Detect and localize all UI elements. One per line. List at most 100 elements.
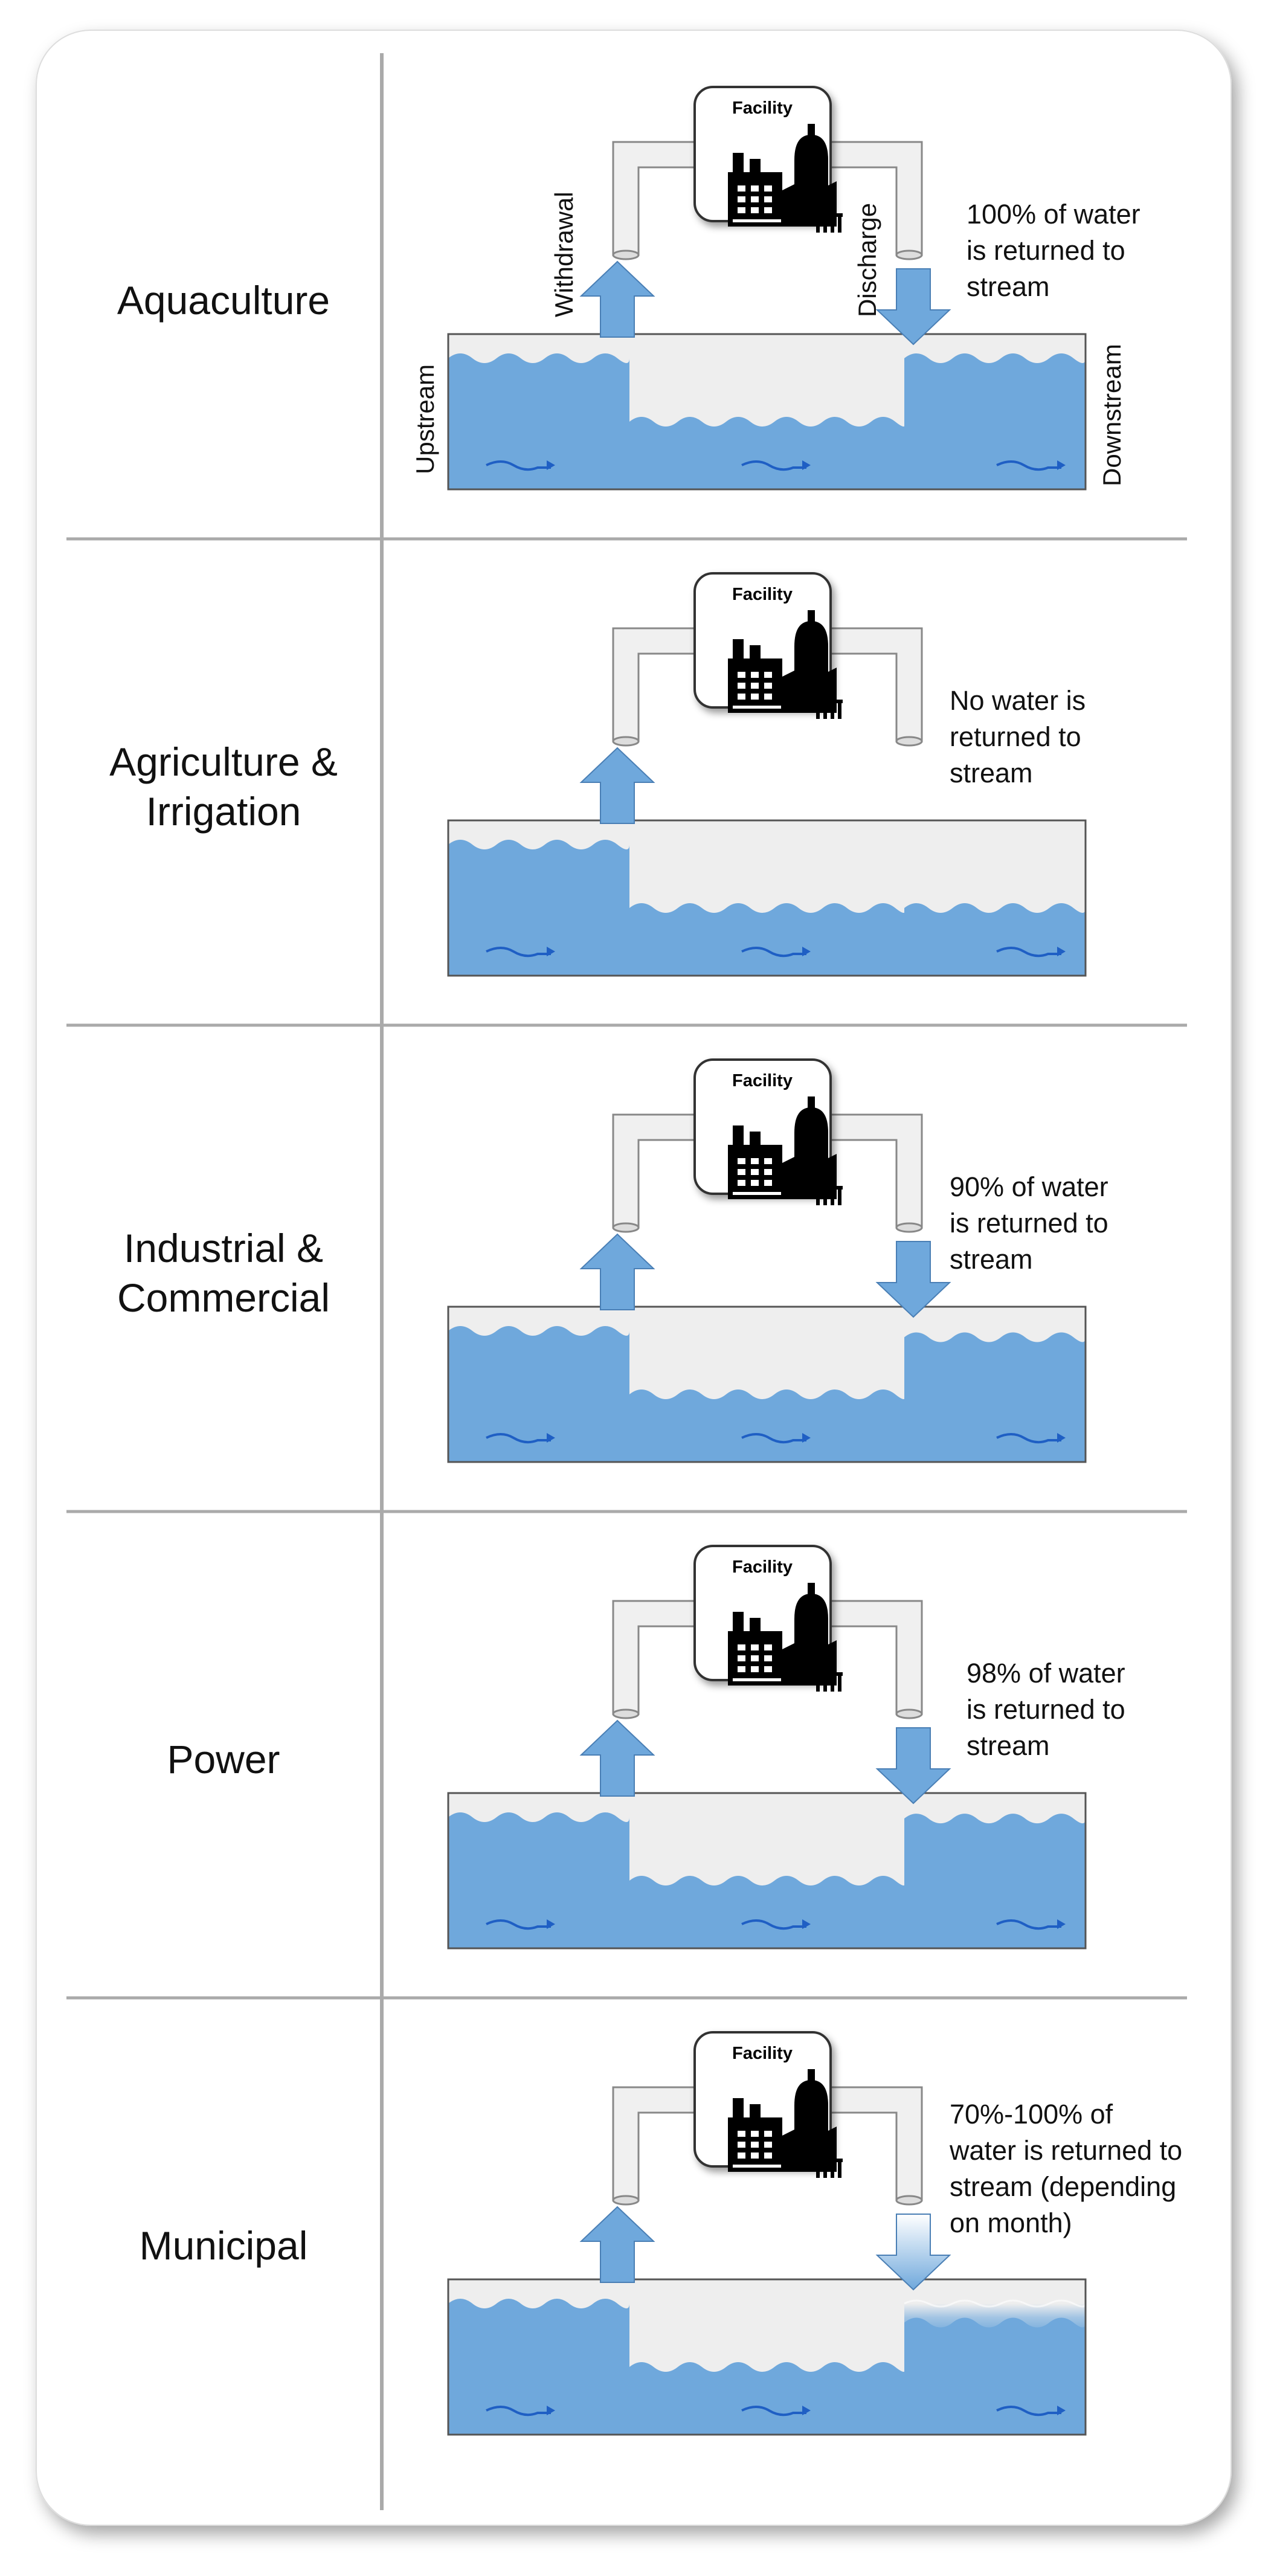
water-reduced	[629, 903, 905, 976]
flow-arrow	[996, 2406, 1061, 2417]
return-note-line: stream (depending	[950, 2171, 1176, 2202]
return-note-line: 100% of water	[967, 199, 1140, 230]
discharge-label: Discharge	[853, 203, 881, 317]
flow-arrow	[741, 2406, 806, 2417]
sector-name: Municipal	[140, 2223, 308, 2268]
return-note: 98% of water is returned to stream	[967, 1658, 1125, 1761]
facility-box: Facility	[693, 572, 843, 719]
facility-label: Facility	[732, 1071, 793, 1090]
facility-box: Facility	[693, 1058, 843, 1205]
return-note-line: stream	[967, 271, 1050, 302]
upstream-label: Upstream	[411, 364, 439, 474]
flow-arrow-head	[1057, 1919, 1066, 1929]
flow-arrow	[741, 1919, 806, 1930]
return-note-line: 98% of water	[967, 1658, 1125, 1689]
channel-outline	[447, 819, 1087, 977]
downstream-label: Downstream	[1098, 344, 1126, 486]
return-note-line: 90% of water	[950, 1171, 1108, 1202]
water-downstream	[904, 1332, 1086, 1462]
withdrawal-arrow	[579, 2206, 655, 2283]
flow-arrow-head	[547, 947, 555, 956]
factory-icon	[728, 1096, 843, 1205]
return-note: 70%-100% of water is returned to stream (d…	[949, 2099, 1182, 2238]
flow-arrow	[486, 460, 551, 471]
withdrawal-arrow	[579, 1719, 655, 1797]
channel-outline	[447, 1306, 1087, 1463]
flow-arrow-head	[547, 1433, 555, 1443]
flow-arrow	[486, 1433, 551, 1444]
sector-name-line: Municipal	[140, 2223, 308, 2268]
flow-arrow-head	[802, 1919, 811, 1929]
flow-arrow	[996, 460, 1061, 471]
facility-label: Facility	[732, 585, 793, 604]
flow-arrow-head	[1057, 2406, 1066, 2415]
flow-arrow-head	[802, 947, 811, 956]
flow-arrow	[741, 1433, 806, 1444]
return-note-line: 70%-100% of	[950, 2099, 1113, 2130]
flow-arrow-head	[802, 1433, 811, 1443]
sector-name-line: Commercial	[117, 1275, 330, 1320]
return-note-line: on month)	[950, 2207, 1072, 2238]
water-reduced	[629, 1876, 905, 1948]
discharge-arrow	[875, 1241, 951, 1318]
water-upstream	[448, 353, 629, 489]
return-note-line: stream	[950, 1244, 1033, 1275]
discharge-arrow	[875, 2214, 951, 2291]
facility-label: Facility	[732, 1557, 793, 1577]
discharge-arrow	[875, 1727, 951, 1805]
channel-outline	[447, 2278, 1087, 2436]
sector-name-line: Agriculture &	[109, 739, 338, 784]
return-note-line: is returned to	[950, 1208, 1108, 1238]
return-note-line: stream	[950, 758, 1033, 788]
flow-arrow-head	[1057, 1433, 1066, 1443]
flow-arrow	[486, 947, 551, 958]
water-downstream	[904, 2317, 1086, 2435]
return-note-line: water is returned to	[949, 2135, 1182, 2166]
factory-icon	[728, 1583, 843, 1692]
sector-row-5: Municipal Facility 70%-100% of water is ret…	[140, 2031, 1182, 2436]
flow-arrow-head	[802, 460, 811, 470]
factory-icon	[728, 610, 843, 719]
return-note-line: No water is	[950, 685, 1086, 716]
return-note-line: is returned to	[967, 1694, 1125, 1725]
water-downstream	[904, 1814, 1086, 1948]
channel-outline	[447, 333, 1087, 491]
flow-arrow	[996, 1433, 1061, 1444]
flow-arrow	[741, 460, 806, 471]
flow-arrow	[486, 2406, 551, 2417]
water-upstream	[448, 1812, 629, 1948]
return-note-line: stream	[967, 1730, 1050, 1761]
water-downstream	[904, 903, 1086, 976]
channel-outline	[447, 1792, 1087, 1950]
sector-name-line: Irrigation	[146, 789, 301, 834]
flow-arrow	[996, 1919, 1061, 1930]
sector-name-line: Aquaculture	[117, 278, 330, 323]
discharge-arrow	[875, 268, 951, 346]
withdrawal-arrow	[579, 1233, 655, 1310]
facility-box: Facility	[693, 1545, 843, 1692]
facility-box: Facility	[693, 86, 843, 233]
water-reduced	[629, 2362, 905, 2435]
withdrawal-label: Withdrawal	[550, 192, 578, 317]
water-upstream	[448, 2299, 629, 2435]
flow-arrow	[996, 947, 1061, 958]
factory-icon	[728, 2069, 843, 2178]
flow-arrow-head	[547, 2406, 555, 2415]
sector-name-line: Industrial &	[124, 1226, 323, 1270]
water-upstream	[448, 1326, 629, 1462]
sector-row-2: Agriculture & Irrigation Facility No water …	[66, 572, 1187, 1027]
water-upstream	[448, 840, 629, 976]
sector-row-3: Industrial & Commercial Facility 90% of wat…	[66, 1058, 1187, 1513]
return-note: 100% of water is returned to stream	[967, 199, 1140, 302]
flow-arrow-head	[802, 2406, 811, 2415]
sector-name: Agriculture & Irrigation	[109, 739, 338, 834]
water-downstream-variable	[904, 2304, 1086, 2335]
water-reduced	[629, 1389, 905, 1462]
water-reduced	[629, 417, 905, 489]
flow-arrow	[741, 947, 806, 958]
facility-label: Facility	[732, 2044, 793, 2063]
return-note-line: is returned to	[967, 235, 1125, 266]
flow-arrow-head	[547, 1919, 555, 1929]
